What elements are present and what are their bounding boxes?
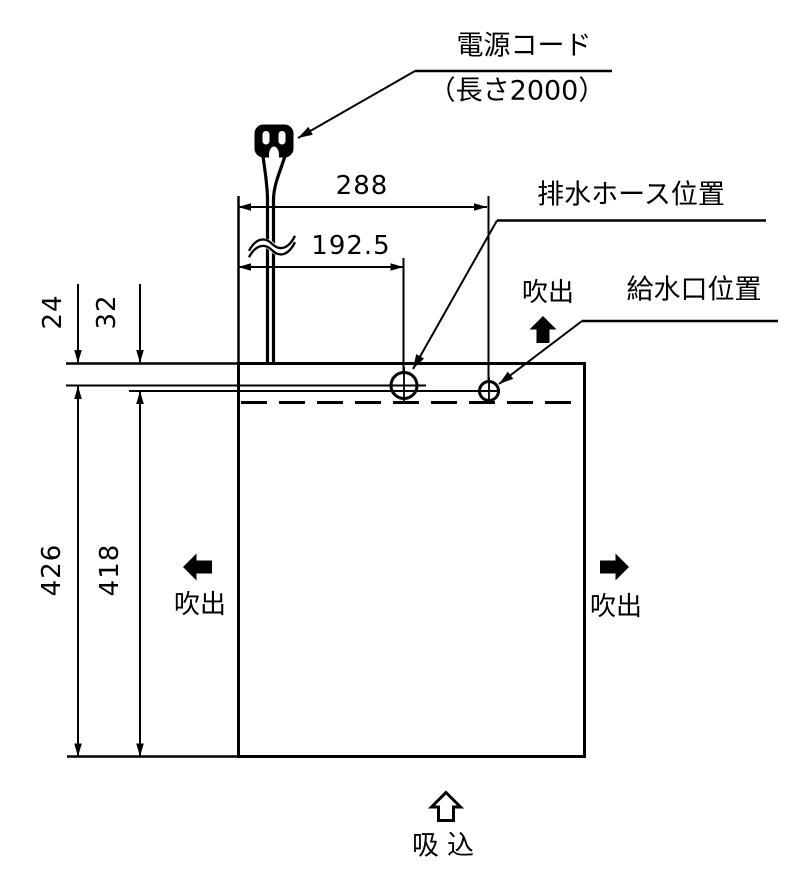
- outlet-left-label: 吹出: [173, 590, 227, 620]
- power-cord-line: [261, 155, 287, 363]
- power-cord-length-label: （長さ2000）: [428, 75, 606, 107]
- supply-port-position-label: 給水口位置: [626, 274, 762, 306]
- outlet-right-label: 吹出: [589, 592, 643, 622]
- power-cord-label: 電源コード: [456, 30, 592, 62]
- dimension-value-24: 24: [38, 294, 68, 330]
- dimension-line-192-5: [238, 263, 404, 271]
- drain-hose-position-label: 排水ホース位置: [537, 179, 725, 211]
- outlet-arrow-top-icon: [529, 316, 557, 343]
- dimension-line-418: [136, 391, 144, 757]
- intake-arrow-icon: [427, 790, 465, 822]
- dimension-value-192-5: 192.5: [311, 231, 391, 261]
- port-centerlines: [66, 384, 500, 392]
- dimension-line-32: [136, 284, 144, 363]
- power-plug-icon: [254, 124, 294, 164]
- dimension-value-418: 418: [95, 543, 125, 597]
- dimension-value-288: 288: [335, 171, 389, 201]
- dimension-line-288: [238, 203, 487, 211]
- cord-break-symbol: [245, 235, 300, 258]
- extension-lines: [66, 196, 490, 758]
- outlet-arrow-left-icon: [183, 553, 212, 581]
- dimension-value-426: 426: [37, 543, 67, 597]
- outlet-top-label: 吹出: [521, 278, 575, 308]
- unit-outline: [237, 362, 586, 758]
- dimension-value-32: 32: [92, 294, 122, 330]
- leader-drain-hose: [412, 219, 766, 370]
- intake-bottom-label: 吸込: [412, 830, 482, 862]
- outlet-arrow-right-icon: [600, 553, 629, 581]
- leader-power-cord: [297, 69, 612, 139]
- dimension-line-426: [74, 386, 82, 757]
- dimension-line-24: [74, 284, 82, 363]
- leader-supply-port: [498, 319, 778, 385]
